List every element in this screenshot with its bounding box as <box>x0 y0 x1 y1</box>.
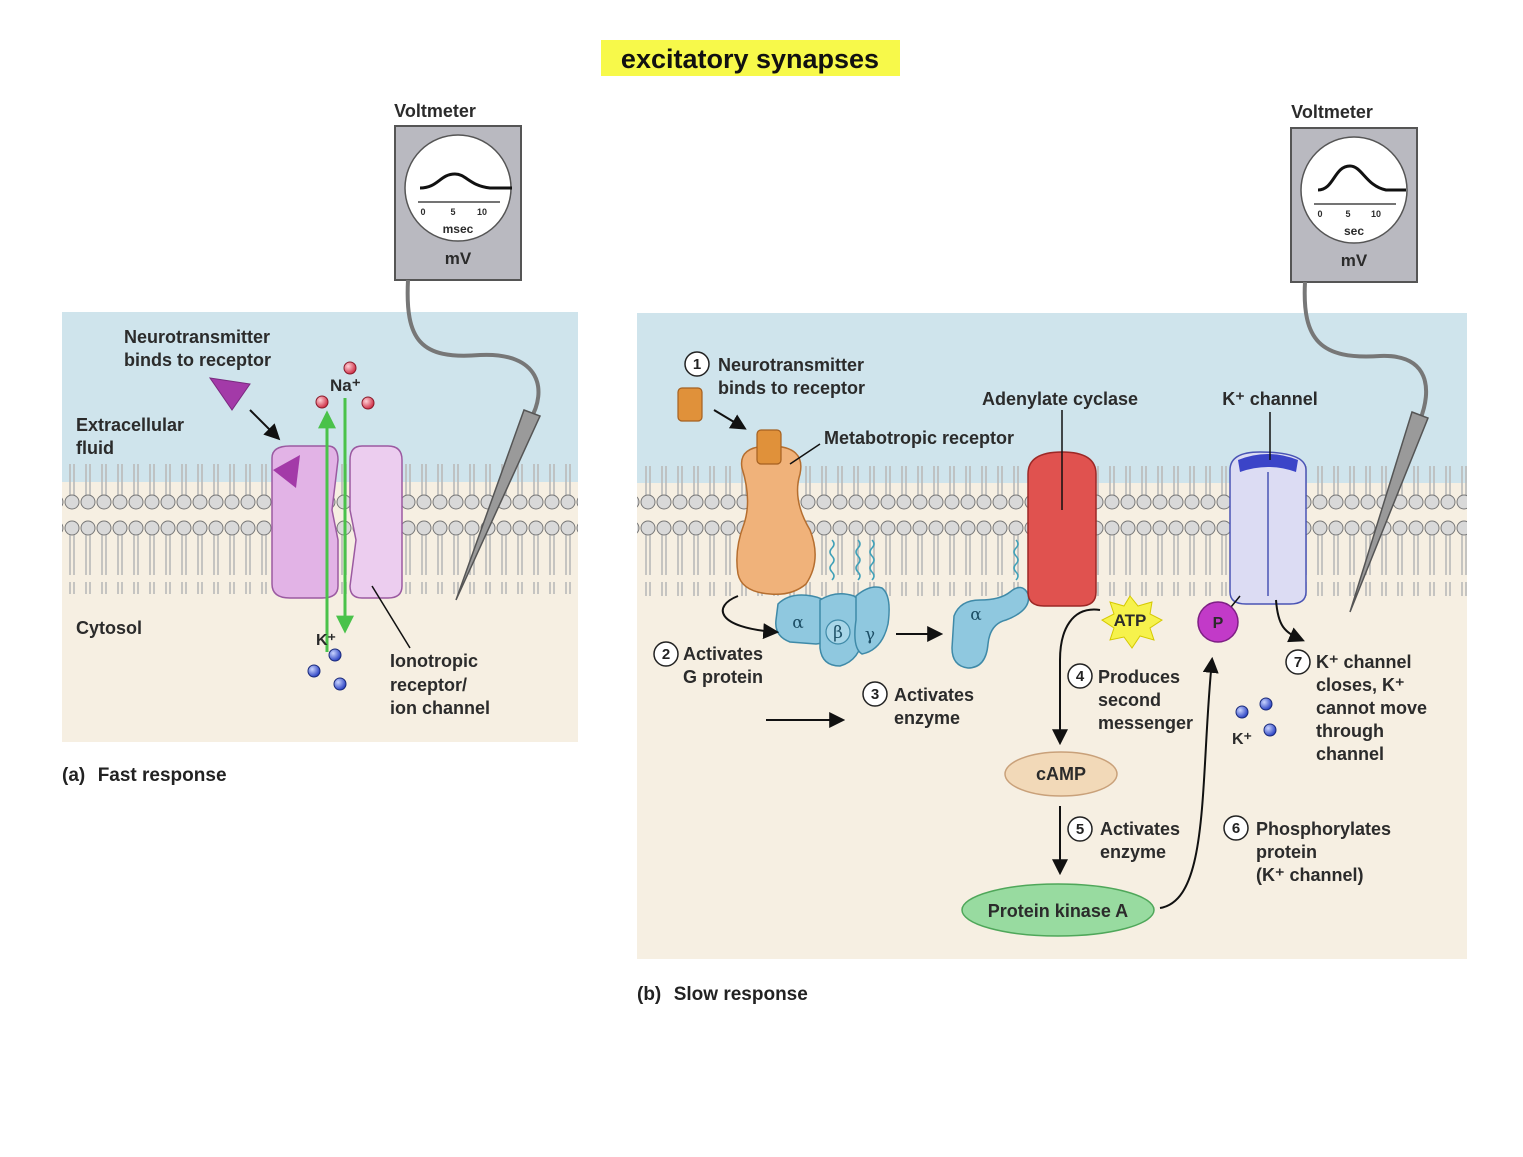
step-7-number: 7 <box>1294 654 1302 671</box>
voltmeter-b: Voltmeter 0 5 10 sec mV <box>1290 102 1418 283</box>
label-camp: cAMP <box>1036 764 1086 784</box>
voltmeter-b-tick-5: 5 <box>1345 209 1350 219</box>
label-k-channel: K⁺ channel <box>1222 389 1318 409</box>
alpha-symbol-2: α <box>970 605 982 625</box>
step-6-marker <box>1223 815 1249 841</box>
voltmeter-a-tick-0: 0 <box>420 207 425 217</box>
metabotropic-receptor <box>736 429 816 596</box>
label-k-ion-b: K⁺ <box>1232 731 1252 748</box>
camp-molecule <box>1004 751 1118 797</box>
label-k-ion-a: K⁺ <box>316 632 336 649</box>
k-ions-b <box>1235 697 1277 737</box>
label-step-2: Activates G protein <box>683 644 768 687</box>
voltmeter-a-trace <box>419 172 512 190</box>
adenylate-cyclase <box>1027 451 1097 607</box>
page-title-group: excitatory synapses <box>601 40 900 76</box>
title-highlight <box>601 40 900 76</box>
step-2-marker <box>653 641 679 667</box>
step-7-marker <box>1285 649 1311 675</box>
step-3-marker <box>862 681 888 707</box>
label-phosphate: P <box>1213 615 1224 632</box>
voltmeter-b-tick-10: 10 <box>1371 209 1381 219</box>
caption-a: (a) Fast response <box>62 765 227 786</box>
voltmeter-b-trace <box>1317 164 1406 192</box>
electrode-a <box>455 409 542 601</box>
na-ions <box>315 361 375 410</box>
voltmeter-b-cable <box>1302 281 1429 421</box>
g-protein: α β γ <box>775 539 890 667</box>
camp-production-arrow <box>1052 608 1101 746</box>
metabotropic-leader <box>789 443 821 465</box>
label-cytosol: Cytosol <box>76 618 142 638</box>
protein-kinase-a <box>961 883 1155 937</box>
g-protein-activation-arrow <box>721 595 780 640</box>
label-na-ion: Na⁺ <box>330 376 361 395</box>
step-3-number: 3 <box>871 686 879 703</box>
label-adenylate-cyclase: Adenylate cyclase <box>982 389 1138 409</box>
neurotransmitter-b <box>677 387 703 422</box>
phosphorylation-arrow <box>1159 656 1219 909</box>
ionotropic-leader <box>371 585 411 649</box>
neurotransmitter-bound-b <box>756 429 782 465</box>
label-step-4: Produces second messenger <box>1098 667 1193 733</box>
step-2-number: 2 <box>662 646 670 663</box>
label-step-1: Neurotransmitter binds to receptor <box>718 355 869 398</box>
ionotropic-receptor <box>271 445 403 599</box>
label-protein-kinase-a: Protein kinase A <box>988 901 1128 921</box>
label-step-5: Activates enzyme <box>1100 819 1185 862</box>
g-protein-gamma <box>854 586 890 655</box>
voltmeter-a-title: Voltmeter <box>394 101 476 121</box>
voltmeter-a-unit: mV <box>445 249 472 268</box>
label-step-6: Phosphorylates protein (K⁺ channel) <box>1256 819 1396 885</box>
voltmeter-a-tick-5: 5 <box>450 207 455 217</box>
gamma-symbol: γ <box>865 625 875 645</box>
neurotransmitter-arrow-a <box>249 409 281 441</box>
step-5-marker <box>1067 816 1093 842</box>
g-protein-alpha-active <box>951 586 1030 669</box>
beta-symbol: β <box>833 623 843 643</box>
voltmeter-a-cable <box>405 279 541 422</box>
neurotransmitter-bound-a <box>273 455 300 488</box>
voltmeter-b-time-unit: sec <box>1344 224 1364 238</box>
voltmeter-b-tick-0: 0 <box>1317 209 1322 219</box>
step-6-number: 6 <box>1232 820 1240 837</box>
label-metabotropic-receptor: Metabotropic receptor <box>824 428 1014 448</box>
label-ionotropic: Ionotropic receptor/ ion channel <box>390 651 490 718</box>
label-step-3: Activates enzyme <box>894 685 979 728</box>
voltmeter-a-time-unit: msec <box>443 222 474 236</box>
alpha-symbol-1: α <box>792 613 804 633</box>
k-channel <box>1229 451 1307 605</box>
phosphate-group <box>1197 601 1239 643</box>
voltmeter-b-dial <box>1300 136 1408 244</box>
neurotransmitter-arrow-b <box>713 409 747 430</box>
atp-burst <box>1101 595 1163 649</box>
step-4-number: 4 <box>1076 668 1085 685</box>
alpha-lipid-anchor <box>1013 539 1019 581</box>
step-1-marker <box>684 351 710 377</box>
voltmeter-b-unit: mV <box>1341 251 1368 270</box>
caption-b: (b) Slow response <box>637 984 808 1005</box>
electrode-b <box>1349 411 1429 613</box>
neurotransmitter-a <box>208 377 251 411</box>
label-step-7: K⁺ channel closes, K⁺ cannot move throug… <box>1316 652 1432 764</box>
k-ions-a <box>307 648 347 691</box>
step-1-number: 1 <box>693 356 701 373</box>
step-4-marker <box>1067 663 1093 689</box>
label-extracellular-fluid: Extracellular fluid <box>76 415 189 458</box>
voltmeter-a-tick-10: 10 <box>477 207 487 217</box>
label-atp: ATP <box>1114 611 1147 630</box>
panel-b: Voltmeter 0 5 10 sec mV 1 Neurotransmitt… <box>637 102 1467 1005</box>
voltmeter-a: Voltmeter 0 5 10 msec mV <box>394 101 522 281</box>
step-5-number: 5 <box>1076 821 1084 838</box>
page-title: excitatory synapses <box>621 44 879 74</box>
voltmeter-b-title: Voltmeter <box>1291 102 1373 122</box>
label-neurotransmitter-a: Neurotransmitter binds to receptor <box>124 327 275 370</box>
panel-a: Voltmeter 0 5 10 msec mV <box>62 101 578 786</box>
step-7-arrow <box>1275 599 1305 643</box>
